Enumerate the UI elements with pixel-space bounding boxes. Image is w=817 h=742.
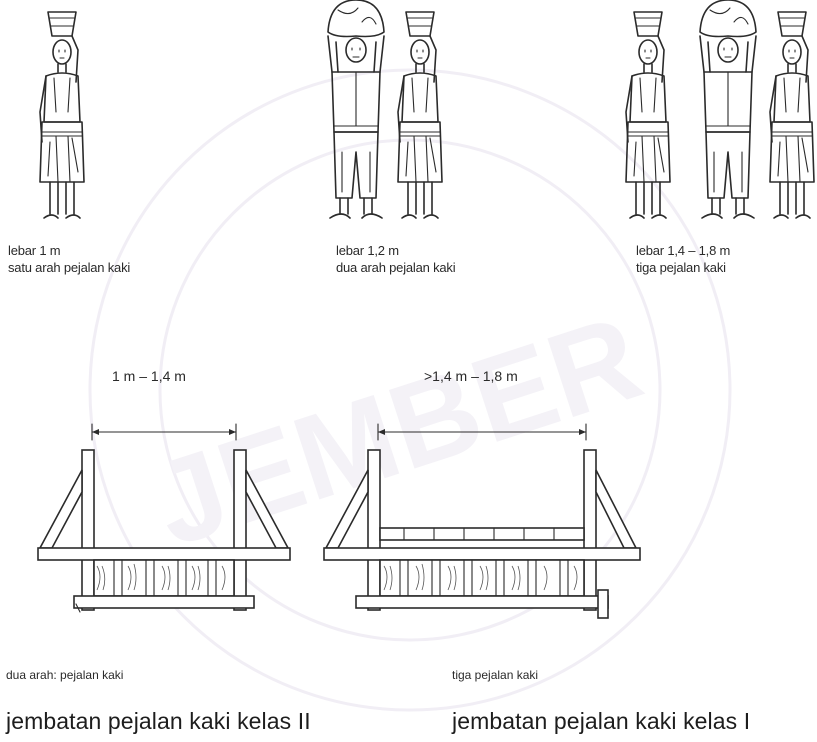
- bridge-2-dimension-label: >1,4 m – 1,8 m: [424, 368, 518, 384]
- figure-caption-1: lebar 1 m satu arah pejalan kaki: [8, 242, 130, 276]
- figure-direction-label: tiga pejalan kaki: [636, 260, 726, 275]
- bridge-1-dimension-label: 1 m – 1,4 m: [112, 368, 186, 384]
- bridge-1-caption: dua arah: pejalan kaki: [6, 668, 124, 682]
- figure-width-label: lebar 1,2 m: [336, 243, 399, 258]
- figure-caption-3: lebar 1,4 – 1,8 m tiga pejalan kaki: [636, 242, 730, 276]
- bridge-1-title: jembatan pejalan kaki kelas II: [6, 708, 311, 734]
- figure-caption-2: lebar 1,2 m dua arah pejalan kaki: [336, 242, 456, 276]
- figure-direction-label: dua arah pejalan kaki: [336, 260, 456, 275]
- bridge-2-caption: tiga pejalan kaki: [452, 668, 539, 682]
- figure-direction-label: satu arah pejalan kaki: [8, 260, 131, 275]
- figure-width-label: lebar 1 m: [8, 243, 61, 258]
- bridge-2-title: jembatan pejalan kaki kelas I: [452, 708, 751, 734]
- figure-width-label: lebar 1,4 – 1,8 m: [636, 243, 731, 258]
